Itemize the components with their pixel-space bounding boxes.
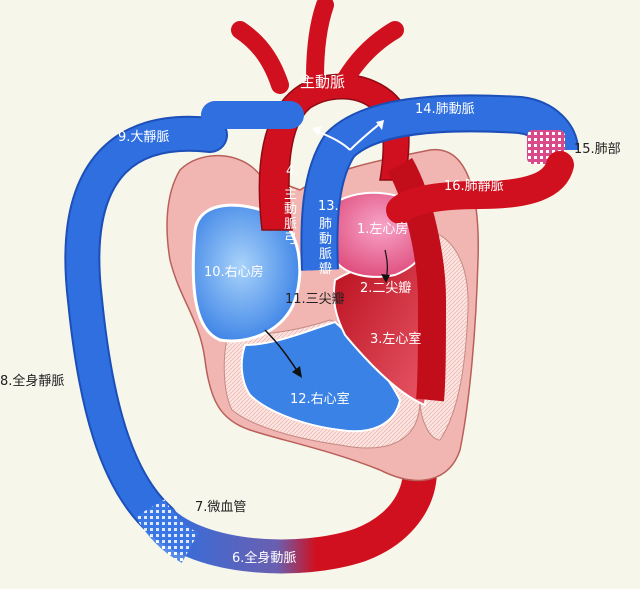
label-pulmonary-valve-4: 脈 xyxy=(319,247,332,262)
label-left-ventricle: 3.左心室 xyxy=(370,331,421,347)
label-bicuspid: 2.二尖瓣 xyxy=(360,281,411,296)
label-aorta: 主動脈 xyxy=(300,73,345,91)
label-vena-cava: 9.大靜脈 xyxy=(118,130,169,145)
pulmonary-vein xyxy=(386,151,574,224)
label-pulmonary-vein: 16.肺靜脈 xyxy=(444,179,504,194)
capillary-band xyxy=(135,499,199,563)
label-aortic-arch-1: 4. xyxy=(286,164,298,179)
label-pulmonary-valve-2: 肺 xyxy=(319,217,332,232)
label-right-ventricle: 12.右心室 xyxy=(290,391,350,407)
label-aortic-arch-2: 主 xyxy=(284,187,297,202)
label-body-artery: 6.全身動脈 xyxy=(232,550,296,566)
label-capillary: 7.微血管 xyxy=(195,500,246,515)
label-body-vein: 8.全身靜脈 xyxy=(0,373,64,389)
label-left-atrium: 1.左心房 xyxy=(357,221,408,237)
label-pulmonary-artery: 14.肺動脈 xyxy=(415,102,475,117)
label-right-atrium: 10.右心房 xyxy=(204,264,264,280)
label-aortic-arch-4: 脈 xyxy=(284,217,297,232)
systemic-bottom-loop xyxy=(147,469,437,574)
label-tricuspid: 11.三尖瓣 xyxy=(285,292,345,307)
right-atrium-chamber xyxy=(191,203,302,343)
label-pulmonary-valve-1: 13. xyxy=(318,199,339,214)
label-pulmonary-valve-3: 動 xyxy=(319,232,332,247)
label-aortic-arch-3: 動 xyxy=(284,202,297,217)
label-pulmonary-valve-5: 瓣 xyxy=(319,262,332,277)
label-aortic-arch-5: 弓 xyxy=(284,232,297,247)
label-lungs: 15.肺部 xyxy=(574,142,621,157)
